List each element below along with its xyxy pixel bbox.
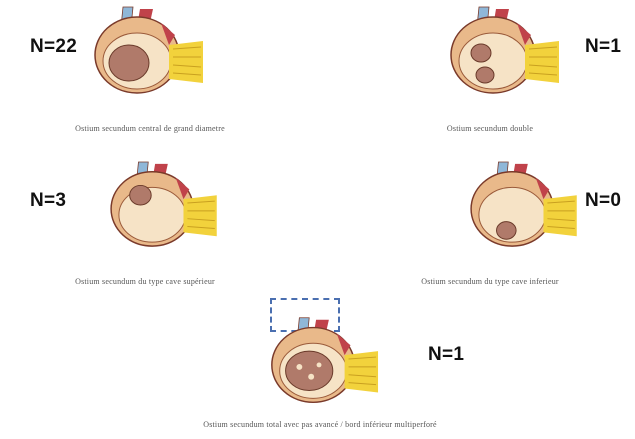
caption: Ostium secundum total avec pas avancé / … [120, 420, 520, 429]
count-label: N=1 [428, 344, 464, 366]
count-label: N=1 [585, 36, 621, 58]
caption: Ostium secundum du type cave inferieur [355, 277, 625, 286]
count-label: N=0 [585, 190, 621, 212]
caption: Ostium secundum du type cave supérieur [10, 277, 280, 286]
heart-illustration [262, 315, 380, 407]
heart-illustration [85, 5, 205, 97]
count-label: N=22 [30, 36, 77, 58]
heart-illustration [460, 160, 580, 250]
heart-illustration [100, 160, 220, 250]
count-label: N=3 [30, 190, 66, 212]
caption: Ostium secundum double [360, 124, 620, 133]
heart-illustration [440, 5, 562, 97]
caption: Ostium secundum central de grand diametr… [10, 124, 290, 133]
